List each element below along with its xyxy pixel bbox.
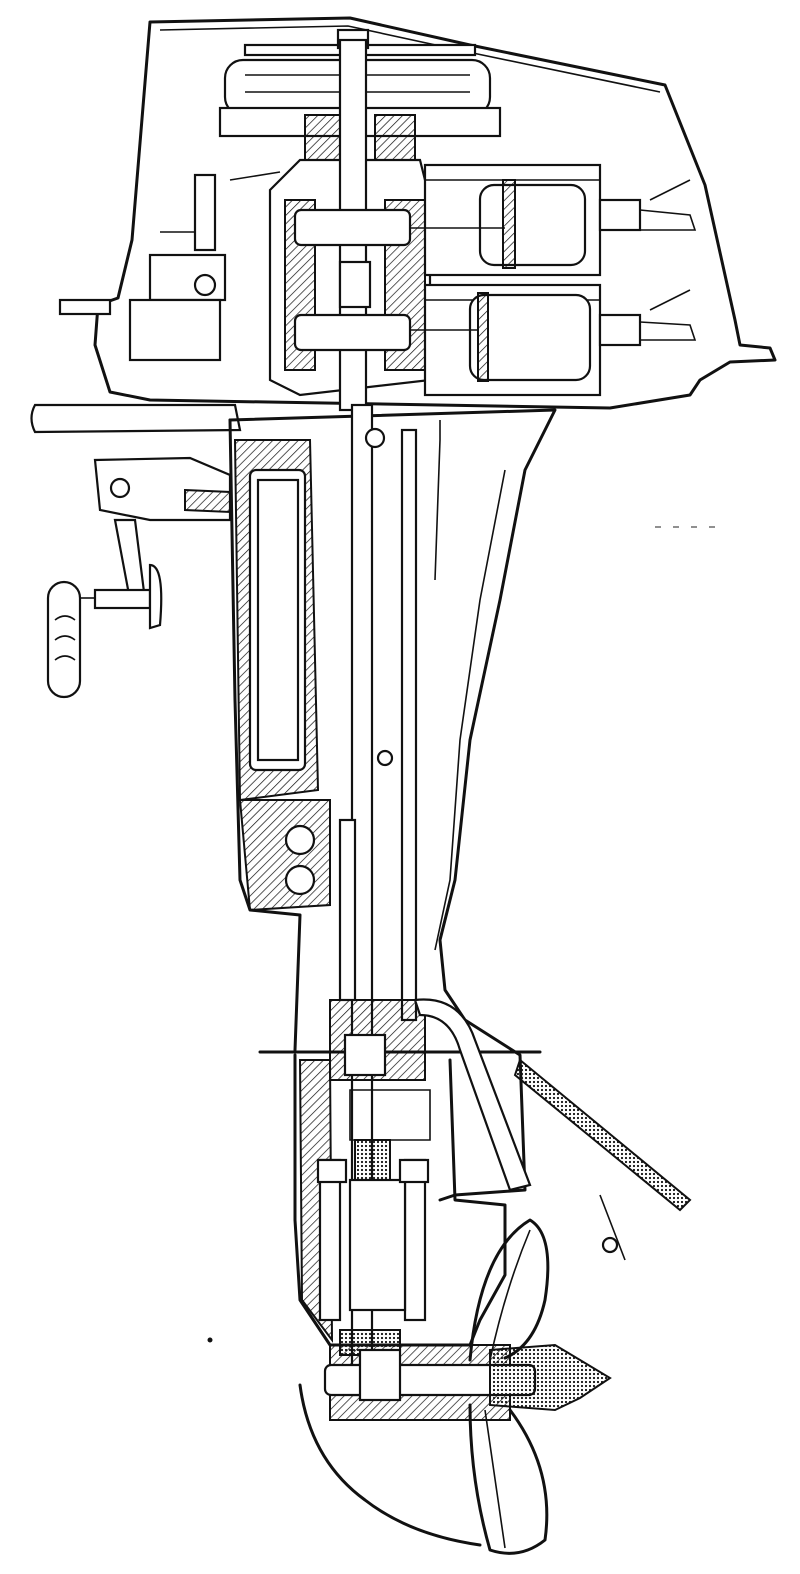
misc-marks bbox=[207, 526, 725, 1343]
clamp-bracket-tiller bbox=[30, 403, 242, 699]
exhaust-tube bbox=[233, 439, 331, 912]
crankcase bbox=[268, 38, 432, 412]
water-pump-assembly bbox=[329, 998, 692, 1261]
lower-unit-gearcase bbox=[293, 1053, 507, 1347]
cylinder-block bbox=[410, 163, 697, 397]
carburetor bbox=[58, 171, 281, 362]
propeller bbox=[468, 1218, 550, 1555]
gear-propeller-shaft bbox=[298, 1329, 612, 1547]
midsection-housing bbox=[228, 408, 557, 1202]
